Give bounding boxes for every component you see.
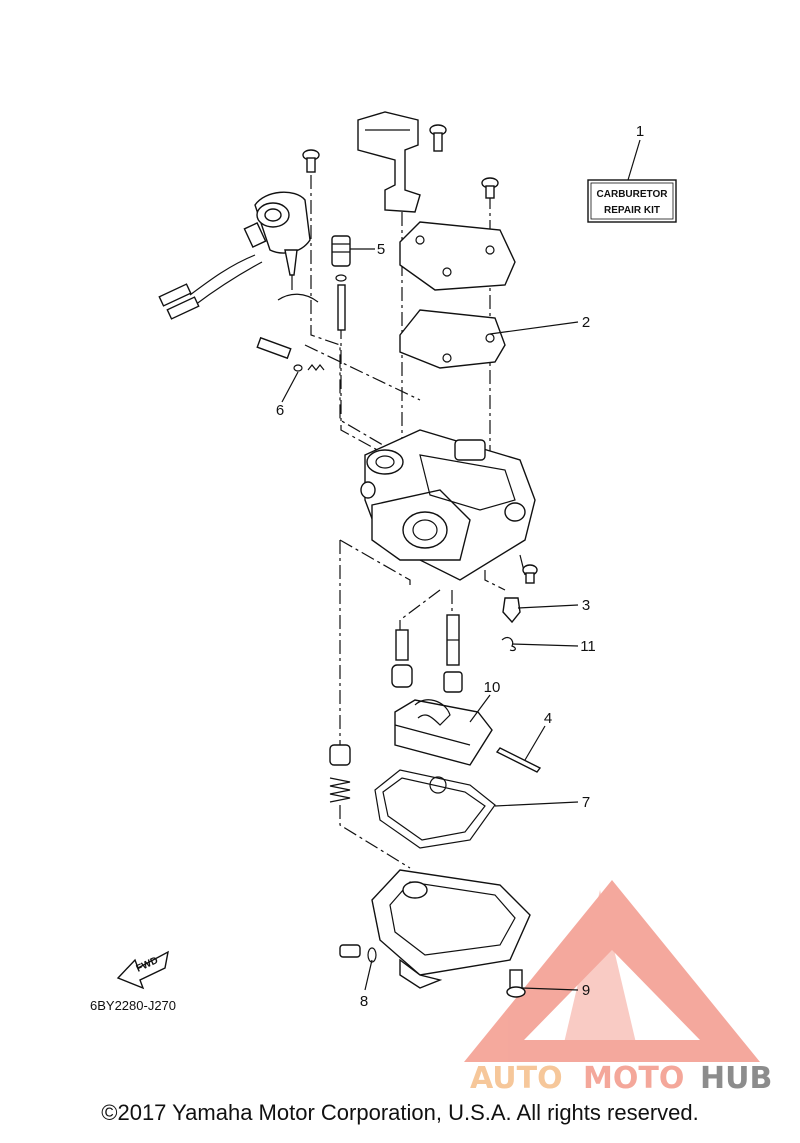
callout-5: 5	[377, 241, 385, 258]
callout-9: 9	[582, 982, 590, 999]
callout-7: 7	[582, 794, 590, 811]
watermark-logo-triangle	[464, 880, 760, 1062]
cover-plate	[399, 221, 516, 291]
float-pin	[495, 747, 542, 773]
carburetor-body	[360, 429, 536, 581]
kit-label-line1: CARBURETOR	[597, 189, 669, 200]
callout-2: 2	[582, 314, 590, 331]
float-bowl-gasket	[374, 769, 496, 849]
repair-kit-label: CARBURETOR REPAIR KIT	[587, 179, 677, 223]
watermark-hub: HUB	[700, 1061, 772, 1096]
pilot-screw	[256, 336, 325, 372]
watermark-text: AUTO MOTO HUB	[470, 1061, 772, 1096]
diaphragm-gasket	[399, 309, 506, 369]
callout-11: 11	[580, 638, 596, 655]
screw-top-center	[429, 124, 447, 152]
fwd-arrow-icon: FWD	[116, 950, 169, 990]
needle-clip	[501, 636, 516, 652]
screw-right	[522, 564, 538, 584]
throttle-bracket	[357, 111, 421, 213]
watermark-auto: AUTO	[470, 1061, 563, 1096]
callout-4: 4	[544, 710, 552, 727]
copyright-notice: ©2017 Yamaha Motor Corporation, U.S.A. A…	[101, 1100, 699, 1125]
float	[394, 699, 493, 766]
callout-3: 3	[582, 597, 590, 614]
drain-screw	[506, 969, 526, 998]
callout-8: 8	[360, 993, 368, 1010]
callout-1: 1	[636, 123, 644, 140]
callout-6: 6	[276, 402, 284, 419]
screw-top-left	[302, 149, 320, 173]
main-nozzle	[443, 614, 463, 693]
screw-top-right	[481, 177, 499, 199]
diagram-code: 6BY2280-J270	[90, 998, 176, 1013]
drain-washer	[339, 944, 377, 963]
needle-valve	[502, 597, 521, 624]
kit-label-line2: REPAIR KIT	[604, 205, 660, 216]
main-jet	[391, 629, 413, 688]
electrothermal-valve	[158, 191, 319, 320]
callout-numbers: 1 2 3 4 5 6 7 8 9 10 11	[276, 123, 644, 1010]
callout-10: 10	[484, 679, 501, 696]
float-bowl	[371, 869, 531, 989]
pilot-jet	[331, 235, 351, 331]
spring-cap	[329, 744, 351, 803]
callout-leaders	[281, 139, 641, 991]
watermark-moto: MOTO	[583, 1061, 684, 1096]
